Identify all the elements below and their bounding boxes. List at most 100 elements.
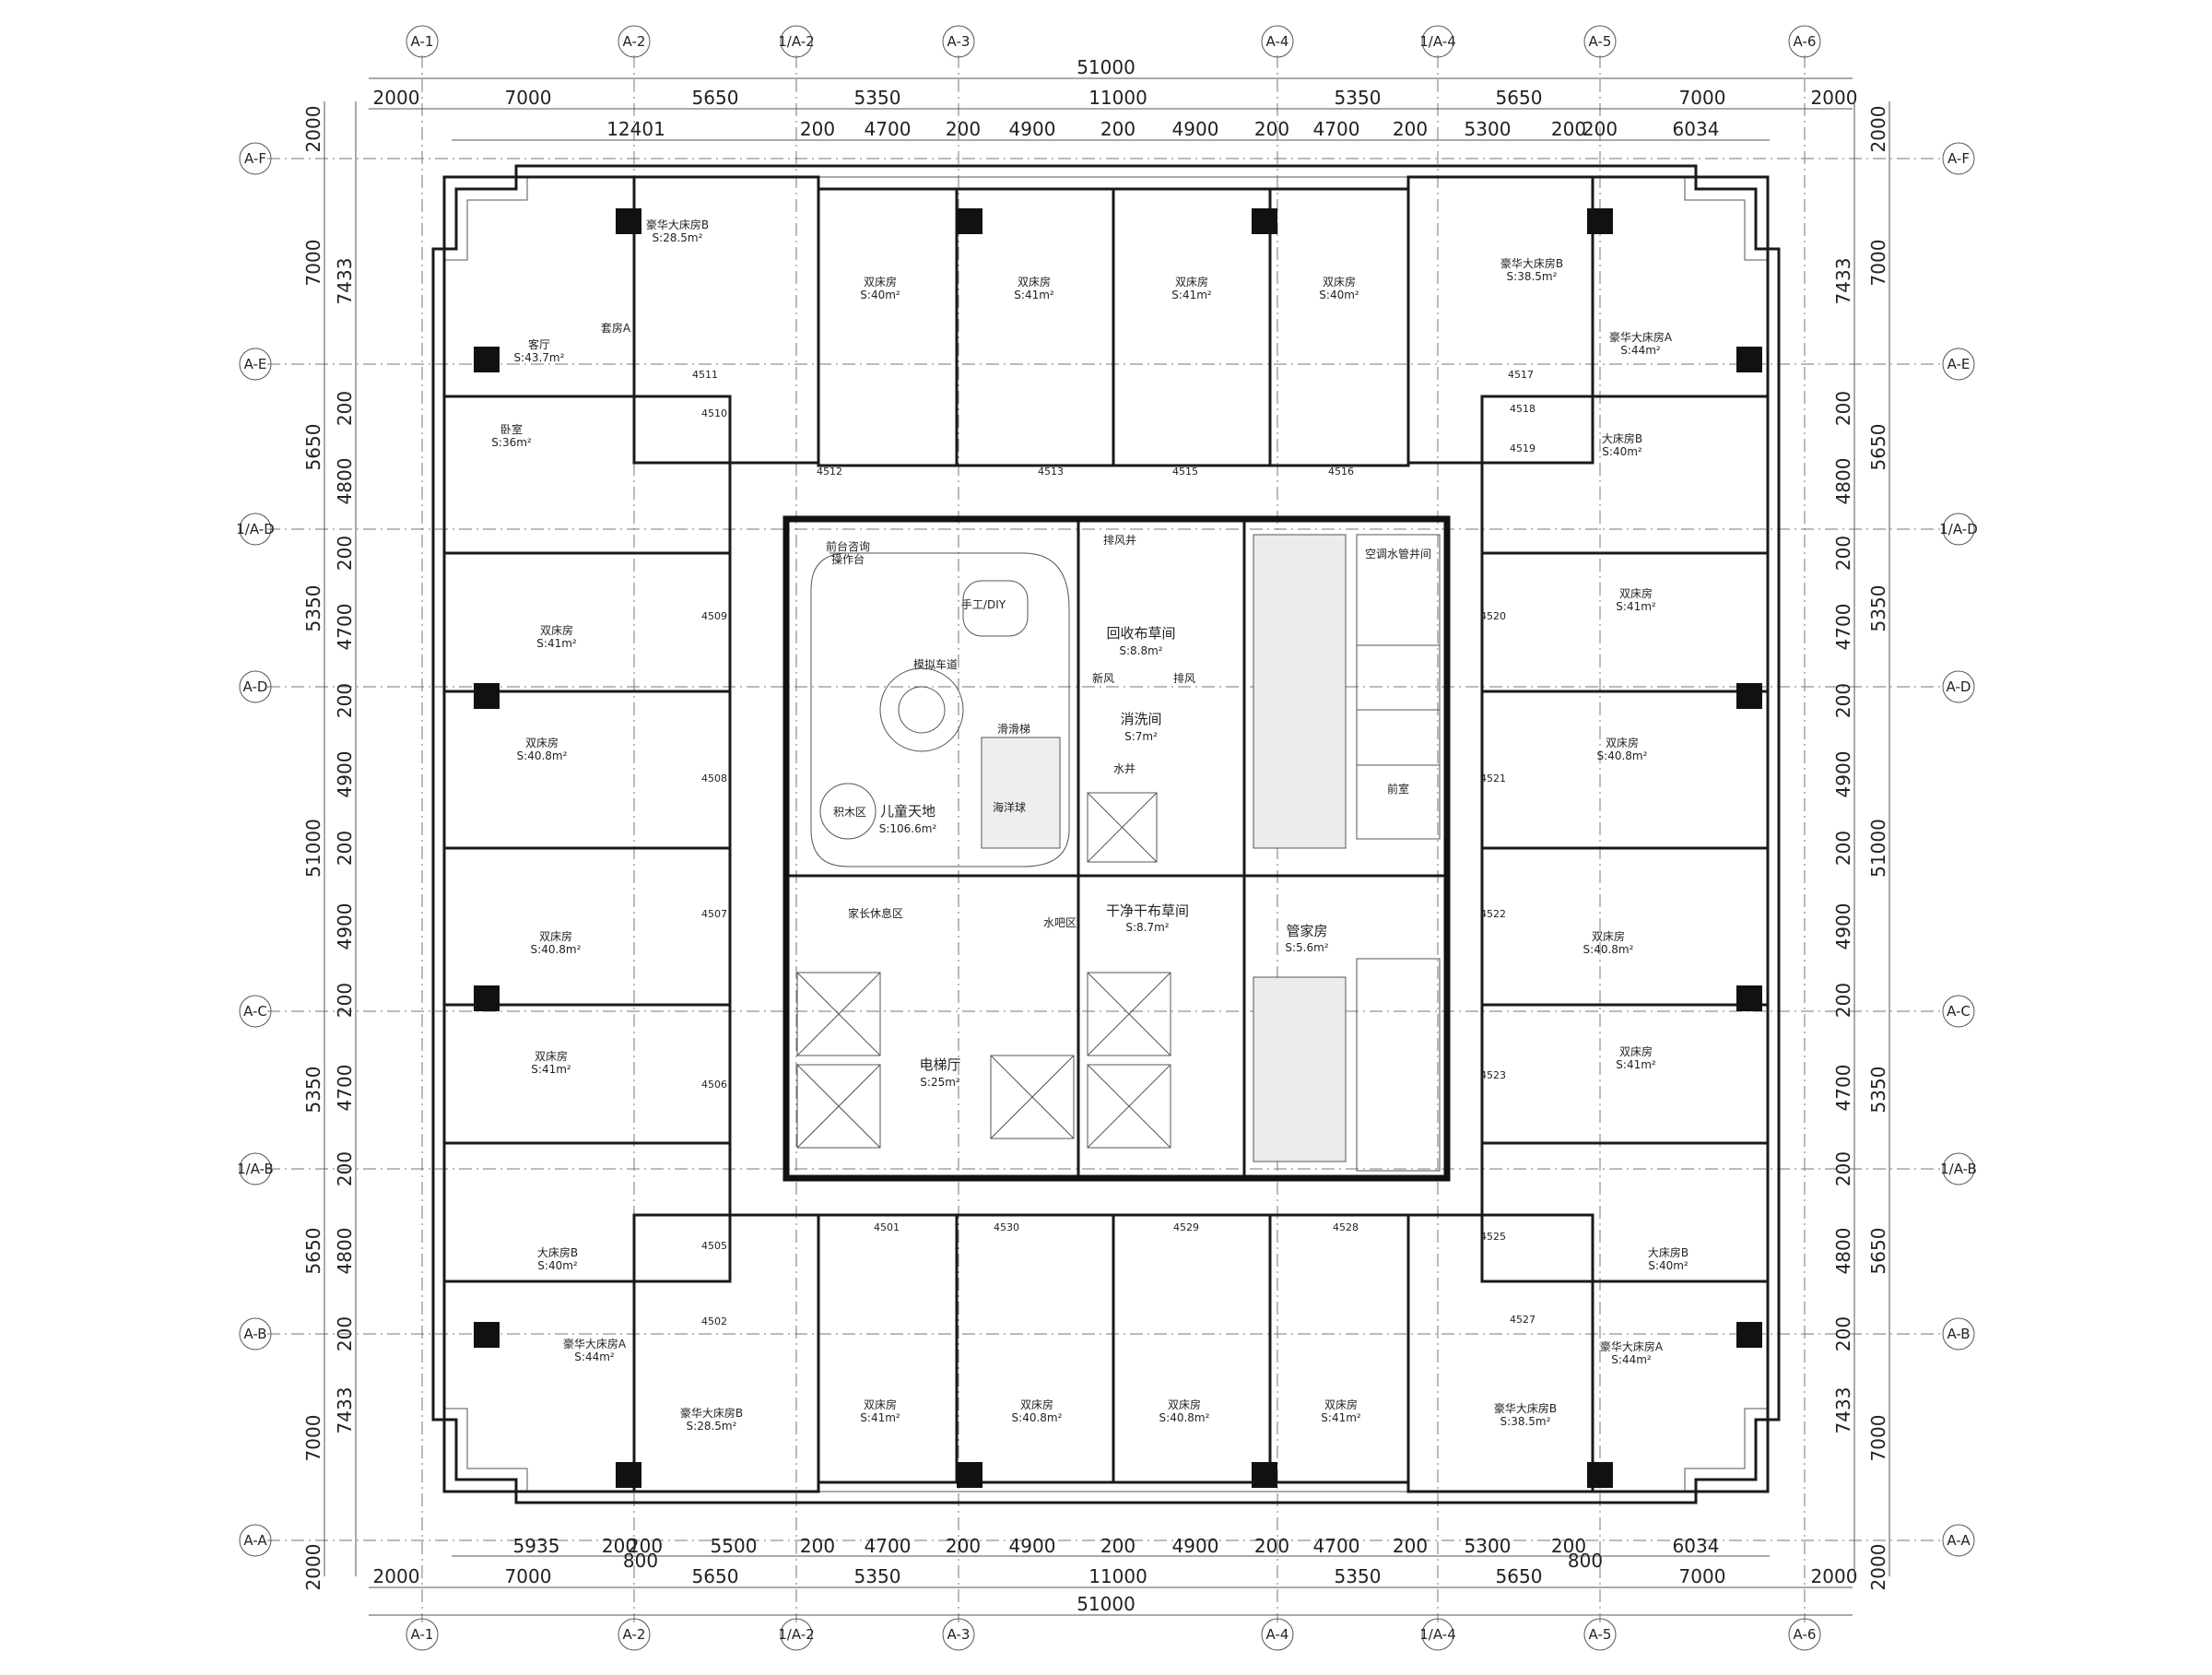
svg-text:200: 200 bbox=[1832, 983, 1854, 1018]
axis-label: 1/A-B bbox=[1940, 1161, 1977, 1177]
axis-bubbles-right: A-F A-E 1/A-D A-D A-C 1/A-B A-B A-A bbox=[1939, 142, 1978, 1557]
svg-text:7000: 7000 bbox=[302, 1415, 324, 1462]
svg-text:7433: 7433 bbox=[1832, 258, 1854, 305]
axis-bubbles-left: A-F A-E 1/A-D A-D A-C 1/A-B A-B A-A bbox=[236, 142, 275, 1557]
total-dimension: 51000 bbox=[302, 819, 324, 878]
svg-text:2000: 2000 bbox=[1811, 1565, 1858, 1587]
svg-text:7000: 7000 bbox=[1679, 1565, 1726, 1587]
svg-text:200: 200 bbox=[1254, 118, 1289, 140]
svg-text:5300: 5300 bbox=[1465, 118, 1512, 140]
dimensions-left: 2000 7000 5650 5350 51000 5350 5650 7000… bbox=[302, 101, 357, 1590]
svg-text:套房A: 套房A bbox=[601, 321, 631, 335]
axis-label: A-2 bbox=[623, 1626, 646, 1643]
svg-text:6034: 6034 bbox=[1673, 118, 1720, 140]
svg-text:4900: 4900 bbox=[1172, 118, 1219, 140]
elevator-hall-size: S:25m² bbox=[920, 1076, 960, 1089]
total-dimension: 51000 bbox=[1077, 56, 1135, 78]
svg-text:6034: 6034 bbox=[1673, 1535, 1720, 1557]
svg-text:4517: 4517 bbox=[1508, 369, 1534, 381]
svg-text:4800: 4800 bbox=[334, 458, 356, 505]
svg-text:客厅: 客厅 bbox=[528, 337, 550, 351]
axis-label: 1/A-D bbox=[236, 521, 275, 537]
svg-text:200: 200 bbox=[1832, 1316, 1854, 1351]
svg-text:S:40m²: S:40m² bbox=[537, 1259, 578, 1272]
svg-text:5935: 5935 bbox=[513, 1535, 560, 1557]
axis-label: A-E bbox=[244, 356, 267, 372]
svg-text:双床房: 双床房 bbox=[1323, 275, 1356, 289]
svg-text:双床房: 双床房 bbox=[1606, 736, 1639, 749]
svg-text:双床房: 双床房 bbox=[1018, 275, 1051, 289]
svg-text:豪华大床房B: 豪华大床房B bbox=[1500, 256, 1563, 270]
svg-text:4528: 4528 bbox=[1333, 1221, 1359, 1233]
svg-text:200: 200 bbox=[334, 683, 356, 718]
axis-label: A-C bbox=[1947, 1003, 1971, 1020]
svg-text:200: 200 bbox=[334, 1151, 356, 1186]
svg-text:5500: 5500 bbox=[711, 1535, 758, 1557]
axis-label: A-3 bbox=[947, 1626, 971, 1643]
svg-text:双床房: 双床房 bbox=[540, 623, 573, 637]
svg-text:S:28.5m²: S:28.5m² bbox=[687, 1420, 737, 1433]
svg-text:11000: 11000 bbox=[1088, 1565, 1147, 1587]
svg-text:11000: 11000 bbox=[1088, 87, 1147, 109]
svg-text:S:41m²: S:41m² bbox=[531, 1063, 571, 1076]
svg-text:S:28.5m²: S:28.5m² bbox=[653, 231, 703, 244]
svg-text:豪华大床房B: 豪华大床房B bbox=[1494, 1401, 1557, 1415]
svg-text:豪华大床房B: 豪华大床房B bbox=[646, 218, 709, 231]
disinfect-label: 消洗间 bbox=[1120, 711, 1161, 727]
axis-label: 1/A-B bbox=[237, 1161, 274, 1177]
perimeter-rooms bbox=[442, 175, 1770, 1493]
svg-text:4512: 4512 bbox=[817, 466, 842, 478]
svg-text:S:40.8m²: S:40.8m² bbox=[531, 943, 582, 956]
svg-text:200: 200 bbox=[334, 831, 356, 866]
axis-label: A-4 bbox=[1266, 33, 1289, 50]
svg-text:卧室: 卧室 bbox=[500, 422, 523, 436]
svg-text:4515: 4515 bbox=[1172, 466, 1198, 478]
svg-text:S:44m²: S:44m² bbox=[1611, 1353, 1652, 1366]
svg-text:4513: 4513 bbox=[1038, 466, 1064, 478]
svg-text:S:40m²: S:40m² bbox=[1648, 1259, 1688, 1272]
svg-text:4800: 4800 bbox=[1832, 1228, 1854, 1275]
axis-label: 1/A-4 bbox=[1419, 1626, 1456, 1643]
svg-text:5350: 5350 bbox=[302, 585, 324, 632]
recycle-linen-label: 回收布草间 bbox=[1106, 625, 1175, 642]
svg-text:操作台: 操作台 bbox=[831, 552, 865, 566]
room-numbers: 4511 4512 4513 4515 4516 4517 4518 4519 … bbox=[692, 369, 1535, 1327]
svg-text:S:41m²: S:41m² bbox=[1616, 1058, 1656, 1071]
axis-label: A-A bbox=[243, 1532, 267, 1549]
svg-text:4518: 4518 bbox=[1510, 403, 1535, 415]
svg-text:7433: 7433 bbox=[1832, 1387, 1854, 1434]
svg-text:5350: 5350 bbox=[302, 1067, 324, 1114]
svg-text:4525: 4525 bbox=[1480, 1231, 1506, 1243]
svg-text:豪华大床房A: 豪华大床房A bbox=[1609, 330, 1673, 344]
svg-text:4700: 4700 bbox=[1313, 118, 1360, 140]
axis-label: 1/A-2 bbox=[778, 33, 815, 50]
svg-text:4506: 4506 bbox=[701, 1079, 727, 1091]
svg-text:2000: 2000 bbox=[302, 106, 324, 153]
svg-text:4511: 4511 bbox=[692, 369, 718, 381]
svg-text:800: 800 bbox=[1568, 1550, 1603, 1572]
svg-text:排风: 排风 bbox=[1173, 672, 1195, 685]
svg-text:200: 200 bbox=[1100, 1535, 1135, 1557]
butler-room-label: 管家房 bbox=[1286, 923, 1327, 939]
dimensions-right: 7433 200 4800 200 4700 200 4900 200 4900… bbox=[1832, 101, 1890, 1590]
svg-text:双床房: 双床房 bbox=[525, 736, 559, 749]
svg-text:5350: 5350 bbox=[1335, 87, 1382, 109]
svg-text:7000: 7000 bbox=[505, 1565, 552, 1587]
svg-text:S:41m²: S:41m² bbox=[860, 1411, 900, 1424]
svg-text:2000: 2000 bbox=[373, 87, 420, 109]
axis-label: A-D bbox=[243, 678, 268, 695]
svg-text:S:41m²: S:41m² bbox=[536, 637, 577, 650]
svg-text:模拟车道: 模拟车道 bbox=[913, 657, 958, 671]
svg-text:5350: 5350 bbox=[1867, 585, 1889, 632]
svg-text:200: 200 bbox=[334, 983, 356, 1018]
clean-linen-size: S:8.7m² bbox=[1125, 921, 1169, 934]
svg-text:200: 200 bbox=[1832, 391, 1854, 426]
svg-text:4510: 4510 bbox=[701, 407, 727, 419]
axis-label: A-B bbox=[243, 1326, 266, 1342]
svg-text:手工/DIY: 手工/DIY bbox=[961, 598, 1006, 611]
svg-text:4700: 4700 bbox=[865, 118, 912, 140]
svg-text:S:41m²: S:41m² bbox=[1321, 1411, 1361, 1424]
svg-text:4900: 4900 bbox=[1832, 751, 1854, 798]
svg-text:7433: 7433 bbox=[334, 1387, 356, 1434]
svg-text:5350: 5350 bbox=[1335, 1565, 1382, 1587]
